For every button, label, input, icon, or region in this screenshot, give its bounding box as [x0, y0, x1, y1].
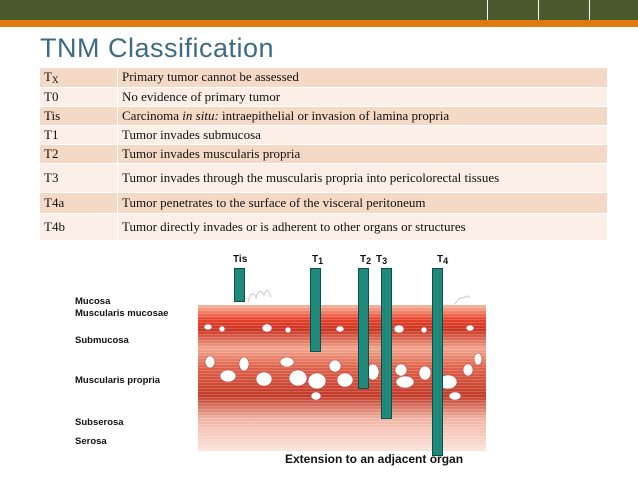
stage-description: Primary tumor cannot be assessed [117, 68, 607, 88]
stage-label-text: T [437, 254, 444, 265]
stage-code: T4b [40, 213, 118, 241]
layer-label-serosa: Serosa [75, 436, 107, 447]
stage-description: Carcinoma in situ: intraepithelial or in… [117, 106, 607, 126]
description-text: Carcinoma [122, 107, 183, 123]
description-text: intraepithelial or invasion of lamina pr… [218, 107, 450, 123]
tnm-invasion-diagram: Mucosa Muscularis mucosae Submucosa Musc… [0, 250, 638, 479]
stage-code: T2 [40, 144, 118, 164]
stage-label-t1: T1 [312, 254, 323, 266]
invasion-bar-t2 [358, 268, 369, 389]
top-bar-segment [487, 0, 538, 20]
table-row: T0 No evidence of primary tumor [40, 87, 607, 107]
table-row: T4b Tumor directly invades or is adheren… [40, 213, 607, 241]
diagram-caption: Extension to an adjacent organ [285, 452, 464, 466]
stage-label-subscript: 4 [443, 256, 449, 266]
stage-label-tis: Tis [233, 254, 248, 265]
invasion-bar-t3 [381, 268, 392, 419]
stage-label-subscript: 1 [318, 256, 324, 266]
stage-label-t3: T3 [376, 254, 387, 266]
invasion-bar-tis [234, 268, 245, 302]
table-row: TX Primary tumor cannot be assessed [40, 68, 607, 88]
stage-code-text: T [44, 69, 52, 85]
stage-description: Tumor directly invades or is adherent to… [117, 213, 607, 241]
stage-code: Tis [40, 106, 118, 126]
stage-code-subscript: X [51, 75, 59, 86]
table-row: Tis Carcinoma in situ: intraepithelial o… [40, 106, 607, 126]
invasion-bar-t4 [432, 268, 443, 456]
stage-label-t4: T4 [437, 254, 448, 266]
layer-label-mucosa: Mucosa [75, 296, 111, 307]
stage-code: T0 [40, 87, 118, 107]
top-bar [0, 0, 638, 20]
accent-stripe [0, 20, 638, 27]
stage-label-text: T [312, 254, 319, 265]
stage-description: Tumor invades submucosa [117, 125, 607, 145]
layer-label-submucosa: Submucosa [75, 335, 129, 346]
stage-description: Tumor penetrates to the surface of the v… [117, 192, 607, 214]
stage-label-subscript: 3 [382, 256, 388, 266]
stage-label-text: T [360, 254, 367, 265]
stage-label-subscript: 2 [366, 256, 372, 266]
invasion-bar-t1 [310, 268, 321, 352]
stage-description: Tumor invades muscularis propria [117, 144, 607, 164]
stage-description: Tumor invades through the muscularis pro… [117, 163, 607, 193]
table-row: T4a Tumor penetrates to the surface of t… [40, 192, 607, 214]
top-bar-segment [538, 0, 589, 20]
stage-code: T4a [40, 192, 118, 214]
stage-label-t2: T2 [360, 254, 371, 266]
stage-code: T1 [40, 125, 118, 145]
villi-outline [247, 290, 471, 305]
top-bar-segment [589, 0, 638, 20]
stage-description: No evidence of primary tumor [117, 87, 607, 107]
stage-code: TX [40, 68, 118, 88]
layer-label-muscularis-propria: Muscularis propria [75, 375, 160, 386]
tnm-table: TX Primary tumor cannot be assessed T0 N… [40, 68, 607, 241]
layer-label-muscularis-mucosae: Muscularis mucosae [75, 308, 169, 319]
stage-code: T3 [40, 163, 118, 193]
table-row: T2 Tumor invades muscularis propria [40, 144, 607, 164]
description-text: Primary tumor cannot be assessed [122, 69, 299, 85]
slide-title: TNM Classification [40, 33, 275, 63]
table-row: T3 Tumor invades through the muscularis … [40, 163, 607, 193]
description-italic: in situ: [182, 107, 219, 123]
table-row: T1 Tumor invades submucosa [40, 125, 607, 145]
layer-label-subserosa: Subserosa [75, 417, 124, 428]
stage-label-text: T [376, 254, 383, 265]
